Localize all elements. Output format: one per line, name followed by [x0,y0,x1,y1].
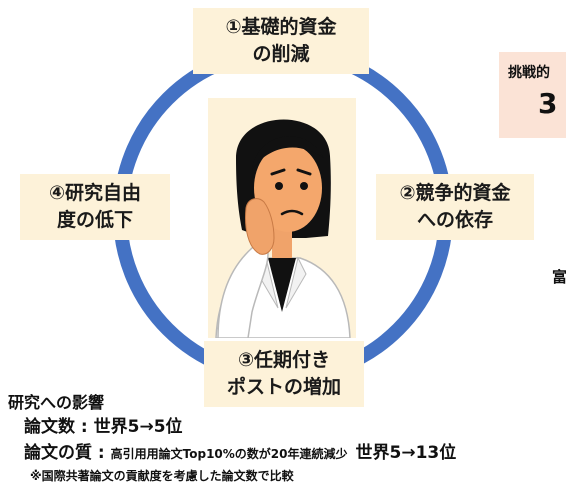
quality-detail: 高引用用論文Top10%の数が20年連続減少 [110,447,348,461]
neck-shape [272,226,292,258]
cycle-item-1-line2: の削減 [252,43,310,65]
papers-colon: : [75,417,94,437]
cycle-item-2-line1: ②競争的資金 [399,182,511,204]
hand-on-cheek-shape [245,198,275,255]
quality-value: 世界5→13位 [355,443,457,463]
side-label-cut: 富 [552,268,566,286]
frown-mouth [280,209,304,216]
cycle-item-3: ③任期付き ポストの増加 [204,341,364,407]
right-eyebrow [296,168,312,176]
quality-colon: : [92,443,111,463]
cycle-item-4-line1: ④研究自由 [48,182,142,204]
left-eye [275,182,283,190]
right-eye [300,182,308,190]
cycle-item-1: ①基礎的資金 の削減 [193,8,369,74]
cycle-item-3-line1: ③任期付き [237,349,331,371]
side-panel-cut [499,52,566,138]
cycle-item-3-line2: ポストの増加 [226,376,341,398]
shirt-shape [268,258,296,312]
impact-section: 研究への影響 論文数 : 世界5→5位 論文の質 : 高引用用論文Top10%の… [8,392,456,485]
impact-papers-row: 論文数 : 世界5→5位 [8,414,456,440]
cycle-item-2: ②競争的資金 への依存 [376,174,534,240]
side-label-number: 3 [538,87,558,120]
impact-title: 研究への影響 [8,393,105,412]
impact-quality-row: 論文の質 : 高引用用論文Top10%の数が20年連続減少世界5→13位 [8,440,456,467]
quality-label: 論文の質 [24,443,92,463]
lapel-right-shape [285,256,307,309]
face-shape [254,144,322,232]
papers-label: 論文数 [24,417,75,437]
cycle-item-4: ④研究自由 度の低下 [20,174,170,240]
bangs-shape [252,136,324,170]
cycle-item-2-line2: への依存 [416,209,493,231]
side-label-challenge: 挑戦的 [508,65,550,81]
left-eyebrow [270,168,286,176]
worried-researcher-illustration [215,119,351,338]
cycle-item-4-line2: 度の低下 [56,209,133,231]
papers-value: 世界5→5位 [93,417,183,437]
impact-note: ※国際共著論文の貢献度を考慮した論文数で比較 [30,469,294,483]
cycle-item-1-line1: ①基礎的資金 [225,16,337,38]
